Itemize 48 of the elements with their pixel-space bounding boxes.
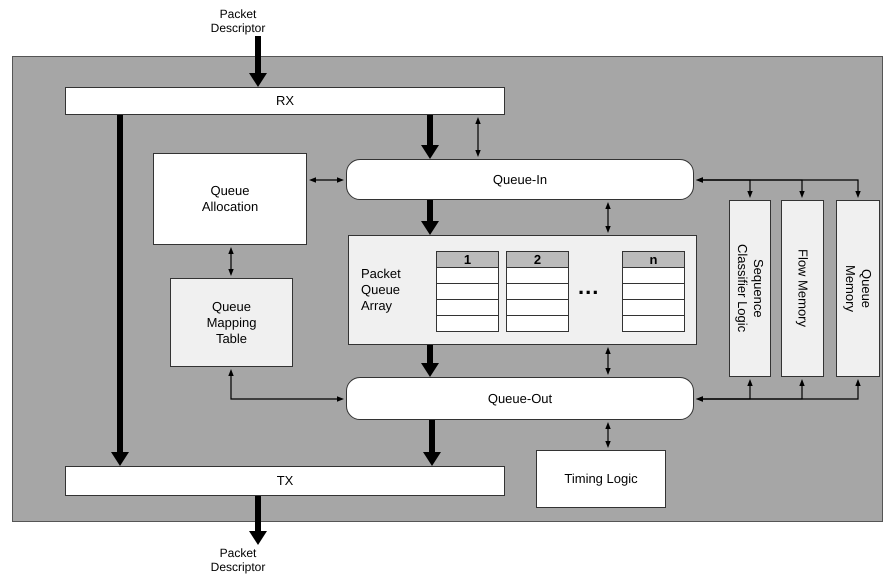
process-box [65,466,505,496]
table-box [170,278,293,367]
thick-arrow [249,36,267,87]
box-label: Packet Queue Array [361,266,402,314]
box-label: Queue Allocation [200,183,260,215]
thick-arrow [111,115,129,466]
box-label: Sequence Classifier Logic [734,243,766,335]
thick-arrow [421,200,439,235]
thick-arrow [423,420,441,466]
queue-column [622,251,685,332]
column-header: 2 [507,252,568,268]
box-label: Queue Memory [842,264,874,314]
box-label: Queue Mapping Table [206,298,258,346]
process-box [65,87,505,115]
rounded-box [346,159,694,200]
arrow [228,247,234,276]
descriptor-label: Packet Descriptor [210,546,266,574]
process-box [153,153,307,245]
arrow [696,177,861,198]
arrow [228,369,344,402]
thick-arrow [421,345,439,377]
arrow [605,202,611,233]
arrow [475,117,481,157]
column-header: 1 [437,252,498,268]
memory-box [781,200,824,377]
memory-box [836,200,880,377]
queue-column [506,251,569,332]
descriptor-label: Packet Descriptor [210,7,266,35]
arrow [309,177,344,183]
box-label: Queue-In [492,172,548,188]
box-label: Queue-Out [488,390,552,406]
box-label: RX [276,93,294,109]
chassis-panel [12,56,883,522]
queue-column [436,251,499,332]
thick-arrow [421,115,439,159]
column-header: n [623,252,684,268]
box-label: Flow Memory [794,249,810,328]
box-label: TX [276,473,294,489]
ellipsis-label: ... [578,274,600,300]
box-label: Timing Logic [564,471,638,487]
thick-arrow [249,496,267,545]
arrow [696,379,861,402]
rounded-box [346,377,694,420]
process-box [536,450,666,508]
array-box [348,235,697,345]
arrow [605,422,611,448]
arrow [605,347,611,375]
memory-box [729,200,771,377]
